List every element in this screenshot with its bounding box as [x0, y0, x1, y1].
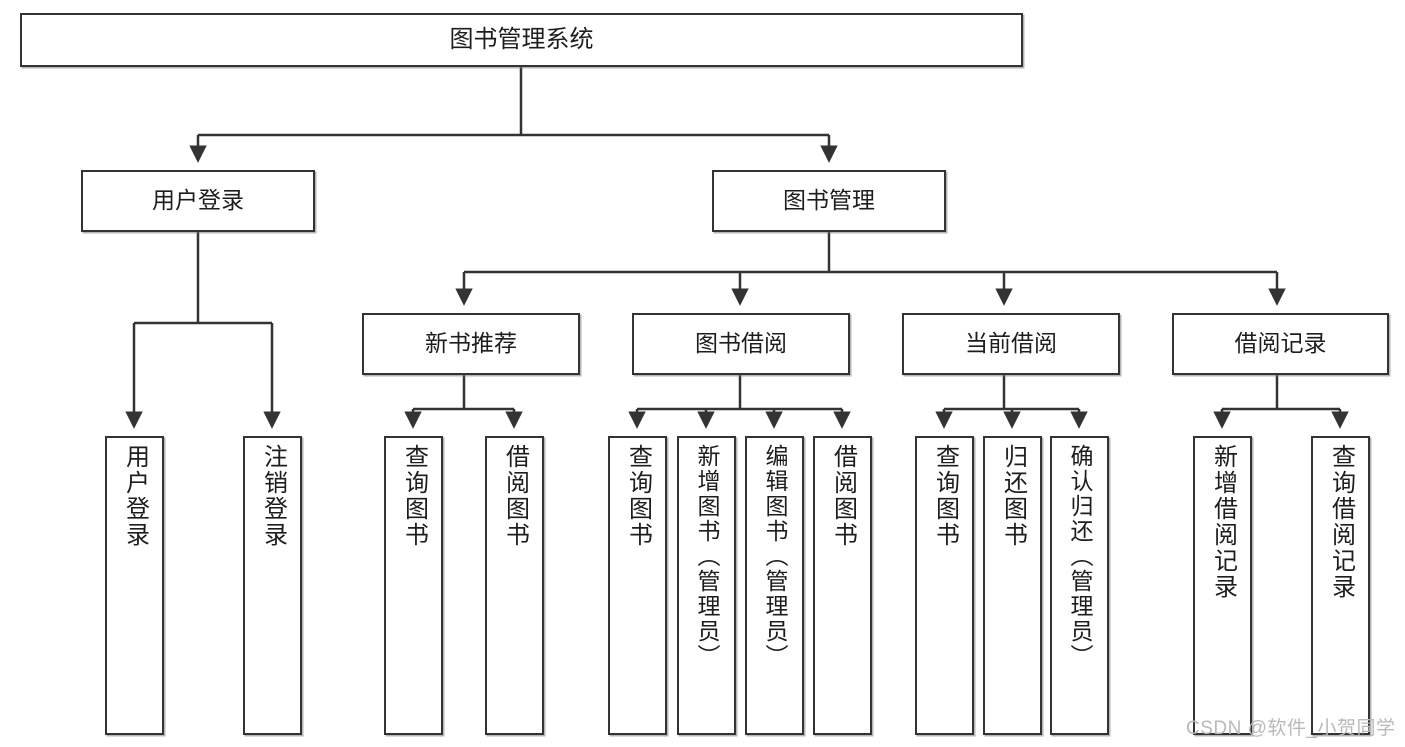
leaf-edit-book[interactable]: 编辑图书（管理员）: [745, 436, 804, 735]
node-label: 借阅图书: [829, 444, 857, 548]
node-label: 查询图书: [931, 444, 959, 548]
node-borrow-record[interactable]: 借阅记录: [1172, 313, 1389, 375]
leaf-confirm-return[interactable]: 确认归还（管理员）: [1050, 436, 1109, 735]
leaf-user-login[interactable]: 用户登录: [105, 436, 164, 735]
node-label: 新增图书（管理员）: [694, 444, 720, 669]
node-label: 新书推荐: [425, 330, 517, 357]
leaf-query-borrow-record[interactable]: 查询借阅记录: [1311, 436, 1370, 735]
leaf-add-book[interactable]: 新增图书（管理员）: [677, 436, 736, 735]
leaf-logout-login[interactable]: 注销登录: [243, 436, 302, 735]
leaf-query-book-borrow[interactable]: 查询图书: [608, 436, 667, 735]
node-current-borrow[interactable]: 当前借阅: [902, 313, 1120, 375]
node-label: 注销登录: [259, 444, 287, 548]
leaf-borrow-book-rec[interactable]: 借阅图书: [485, 436, 544, 735]
node-label: 归还图书: [999, 444, 1027, 548]
node-label: 新增借阅记录: [1209, 444, 1237, 600]
node-root-system[interactable]: 图书管理系统: [20, 13, 1023, 67]
node-user-login[interactable]: 用户登录: [81, 170, 315, 232]
node-label: 用户登录: [152, 187, 244, 214]
leaf-query-book-rec[interactable]: 查询图书: [384, 436, 443, 735]
node-label: 借阅记录: [1234, 330, 1327, 357]
node-label: 查询借阅记录: [1327, 444, 1355, 600]
leaf-add-borrow-record[interactable]: 新增借阅记录: [1193, 436, 1252, 735]
node-new-book-rec[interactable]: 新书推荐: [362, 313, 580, 375]
leaf-query-book-current[interactable]: 查询图书: [915, 436, 974, 735]
node-label: 图书管理系统: [449, 25, 594, 53]
node-label: 确认归还（管理员）: [1067, 444, 1093, 669]
leaf-return-book[interactable]: 归还图书: [983, 436, 1042, 735]
csdn-watermark: CSDN @软件_小贺同学: [1186, 718, 1396, 739]
node-label: 用户登录: [121, 444, 149, 548]
node-label: 当前借阅: [965, 330, 1057, 357]
node-book-manage[interactable]: 图书管理: [712, 170, 946, 232]
node-label: 编辑图书（管理员）: [762, 444, 788, 669]
leaf-borrow-book[interactable]: 借阅图书: [813, 436, 872, 735]
node-label: 查询图书: [624, 444, 652, 548]
node-label: 图书借阅: [695, 330, 787, 357]
node-book-borrow[interactable]: 图书借阅: [632, 313, 850, 375]
node-label: 图书管理: [783, 187, 875, 214]
node-label: 借阅图书: [501, 444, 529, 548]
node-label: 查询图书: [400, 444, 428, 548]
